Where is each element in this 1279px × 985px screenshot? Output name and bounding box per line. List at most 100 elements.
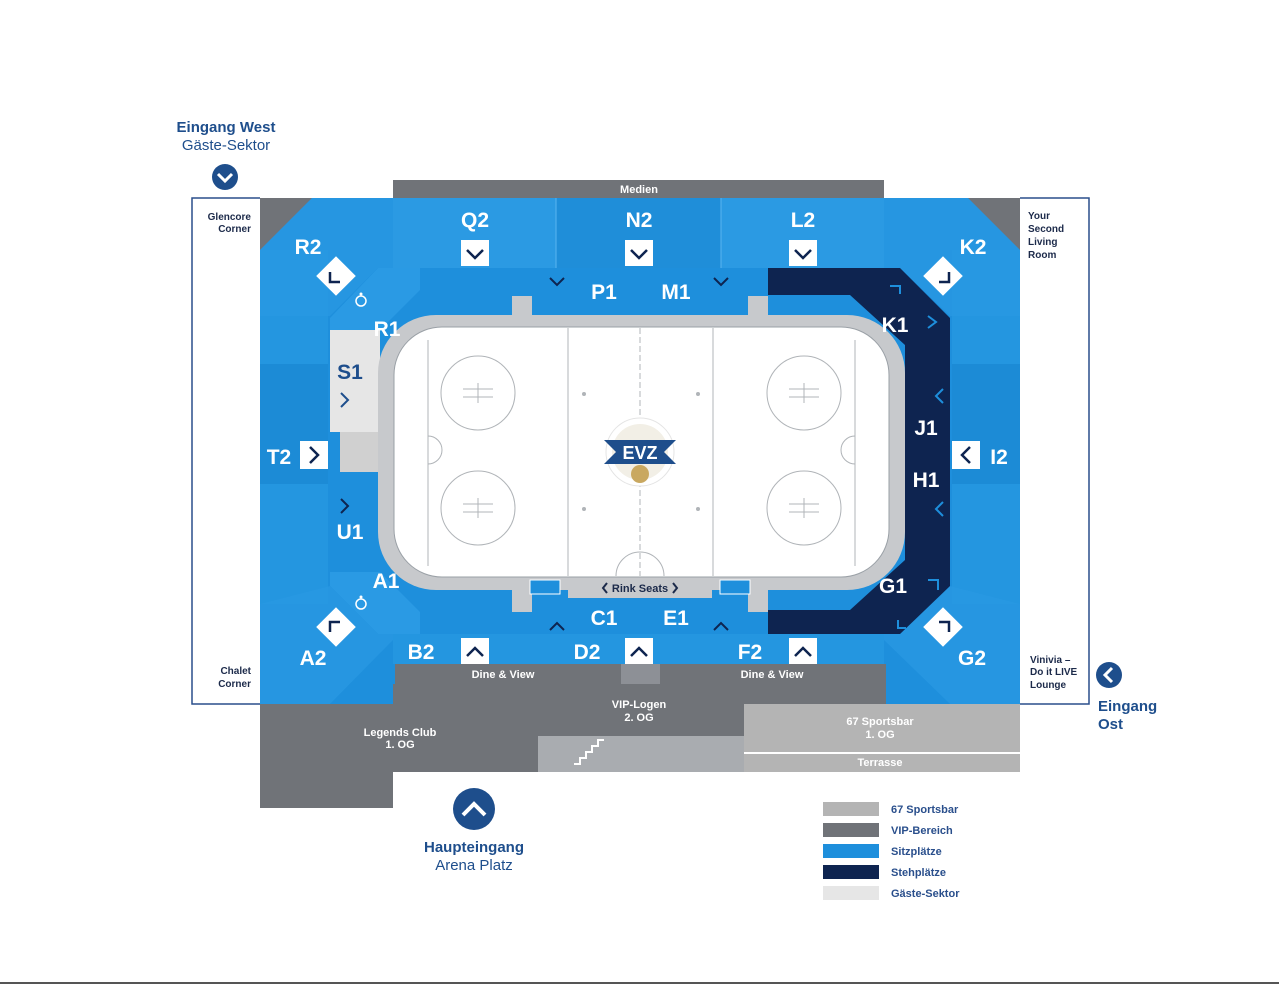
dine-view-left[interactable] bbox=[395, 664, 621, 684]
arrow-n2[interactable] bbox=[625, 240, 653, 266]
section-s1[interactable]: S1 bbox=[337, 361, 363, 384]
section-b2[interactable]: B2 bbox=[408, 641, 435, 664]
arrow-f2[interactable] bbox=[789, 638, 817, 664]
chevron-icon bbox=[328, 620, 340, 632]
glencore-corner-label: Glencore Corner bbox=[208, 212, 252, 235]
player-bench-right bbox=[748, 296, 768, 324]
rink-seats-block-left bbox=[529, 579, 561, 595]
chevron-up-icon bbox=[630, 646, 648, 657]
logo-text: EVZ bbox=[622, 443, 657, 463]
section-r1[interactable]: R1 bbox=[374, 318, 401, 341]
svg-text:Chalet: Chalet bbox=[220, 666, 251, 677]
entrance-west-title: Eingang West bbox=[177, 119, 276, 136]
dine-view-right[interactable] bbox=[660, 664, 886, 684]
arrow-b2[interactable] bbox=[461, 638, 489, 664]
section-l2[interactable]: L2 bbox=[791, 209, 816, 232]
legend-swatch bbox=[823, 865, 879, 879]
block-r2[interactable] bbox=[260, 198, 393, 316]
arrow-l2[interactable] bbox=[789, 240, 817, 266]
arrow-i2[interactable] bbox=[952, 441, 980, 469]
guest-sector-s1[interactable] bbox=[330, 330, 380, 432]
chevron-right-icon bbox=[340, 392, 350, 408]
arrow-d2[interactable] bbox=[625, 638, 653, 664]
arrow-a2[interactable] bbox=[316, 607, 356, 647]
legends-club[interactable] bbox=[260, 704, 538, 808]
stairs-icon bbox=[574, 739, 604, 765]
sportsbar-67[interactable] bbox=[744, 704, 1020, 752]
arrow-k2[interactable] bbox=[923, 256, 963, 296]
section-labels: Q2 N2 L2 R2 K2 P1 M1 R1 K1 S1 J1 T2 I2 H… bbox=[267, 209, 1008, 670]
legend-label: Gäste-Sektor bbox=[891, 888, 960, 900]
sportsbar-name: 67 Sportsbar bbox=[846, 716, 914, 728]
block-a1[interactable] bbox=[330, 572, 420, 634]
page-bottom-border bbox=[0, 982, 1279, 984]
entrance-main-subtitle: Arena Platz bbox=[435, 857, 513, 874]
entrance-east-title-1: Eingang bbox=[1098, 698, 1157, 715]
terrasse[interactable] bbox=[744, 754, 1020, 772]
section-p1[interactable]: P1 bbox=[591, 281, 617, 304]
section-q2[interactable]: Q2 bbox=[461, 209, 489, 232]
section-r2[interactable]: R2 bbox=[295, 236, 322, 259]
vip-logen-name: VIP-Logen bbox=[612, 699, 667, 711]
section-e1[interactable]: E1 bbox=[663, 607, 689, 630]
corner-marker bbox=[890, 285, 901, 294]
svg-text:Corner: Corner bbox=[218, 224, 251, 235]
chevron-left-icon bbox=[601, 582, 608, 594]
section-k2[interactable]: K2 bbox=[960, 236, 987, 259]
vinivia-lounge-label: Vinivia – Do it LIVE Lounge bbox=[1030, 655, 1078, 691]
block-r1[interactable] bbox=[330, 268, 420, 330]
standing-area-east[interactable] bbox=[768, 268, 950, 634]
block-k2[interactable] bbox=[884, 198, 1020, 316]
section-n2[interactable]: N2 bbox=[626, 209, 653, 232]
medien-area bbox=[393, 180, 884, 198]
wheelchair-icon bbox=[355, 595, 367, 610]
chevron-down-icon bbox=[549, 277, 565, 287]
block-g2[interactable] bbox=[884, 586, 1020, 704]
arrow-q2[interactable] bbox=[461, 240, 489, 266]
svg-text:Second: Second bbox=[1028, 224, 1064, 235]
chevron-left-icon bbox=[934, 501, 944, 517]
section-a1[interactable]: A1 bbox=[373, 570, 400, 593]
arrow-r2[interactable] bbox=[316, 256, 356, 296]
legend-swatch bbox=[823, 886, 879, 900]
rink-seats-area[interactable] bbox=[568, 578, 712, 598]
section-k1[interactable]: K1 bbox=[882, 314, 909, 337]
entrance-west[interactable]: Eingang West Gäste-Sektor bbox=[177, 119, 276, 190]
chevron-right-icon bbox=[340, 498, 350, 514]
vip-logen[interactable] bbox=[538, 684, 744, 736]
chevron-down-icon bbox=[466, 249, 484, 260]
svg-text:Living: Living bbox=[1028, 237, 1057, 248]
entrance-east[interactable]: Eingang Ost bbox=[1096, 662, 1157, 733]
legend-label: 67 Sportsbar bbox=[891, 804, 959, 816]
arrow-g2[interactable] bbox=[923, 607, 963, 647]
legend-label: Stehplätze bbox=[891, 867, 946, 879]
section-j1[interactable]: J1 bbox=[914, 417, 938, 440]
section-u1[interactable]: U1 bbox=[337, 521, 364, 544]
section-t2[interactable]: T2 bbox=[267, 446, 292, 469]
legend-item: Stehplätze bbox=[823, 865, 946, 879]
section-i2[interactable]: I2 bbox=[990, 446, 1008, 469]
block-a2[interactable] bbox=[260, 586, 393, 704]
svg-text:Vinivia –: Vinivia – bbox=[1030, 655, 1071, 666]
bench-rail bbox=[532, 316, 748, 320]
section-f2[interactable]: F2 bbox=[738, 641, 763, 664]
chevron-down-icon bbox=[713, 277, 729, 287]
chevron-up-icon bbox=[794, 646, 812, 657]
section-d2[interactable]: D2 bbox=[574, 641, 601, 664]
section-h1[interactable]: H1 bbox=[913, 469, 940, 492]
entrance-west-subtitle: Gäste-Sektor bbox=[182, 137, 270, 154]
corner-marker bbox=[897, 620, 906, 629]
section-a2[interactable]: A2 bbox=[300, 647, 327, 670]
section-m1[interactable]: M1 bbox=[661, 281, 690, 304]
corner-marker bbox=[927, 315, 938, 329]
section-g1[interactable]: G1 bbox=[879, 575, 907, 598]
stairs-area bbox=[538, 736, 641, 772]
neutral-dots bbox=[582, 392, 700, 511]
arrow-t2[interactable] bbox=[300, 441, 328, 469]
lobby-area bbox=[641, 736, 744, 772]
section-g2[interactable]: G2 bbox=[958, 647, 986, 670]
block-g2-side bbox=[952, 484, 1020, 604]
entrance-main[interactable]: Haupteingang Arena Platz bbox=[424, 788, 524, 874]
section-c1[interactable]: C1 bbox=[591, 607, 618, 630]
